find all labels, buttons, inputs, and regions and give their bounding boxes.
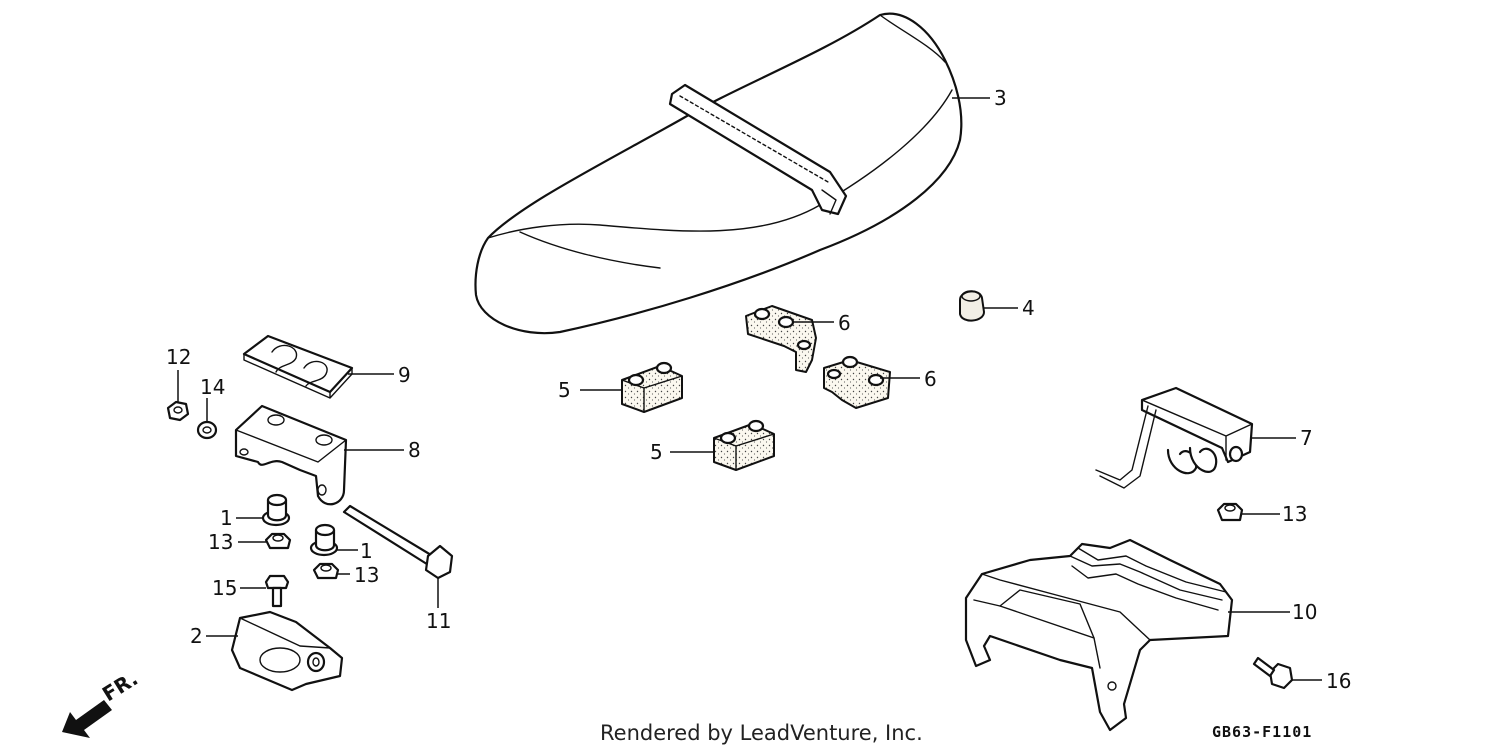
nut-13c-part[interactable] [1216, 502, 1244, 522]
credit-text: Rendered by LeadVenture, Inc. [600, 721, 923, 745]
bracket-2-part[interactable] [230, 610, 344, 692]
callout-13c: 13 [1282, 502, 1307, 526]
bolt-15-part[interactable] [264, 574, 290, 608]
bolt-11-part[interactable] [342, 504, 454, 580]
callout-1a: 1 [220, 506, 233, 530]
front-direction-arrow: FR. [62, 666, 142, 738]
callout-13b: 13 [354, 563, 379, 587]
seat-part[interactable] [474, 12, 963, 335]
callout-11: 11 [426, 609, 451, 633]
front-label: FR. [98, 666, 142, 706]
nut-12-part[interactable] [166, 400, 190, 422]
callout-8: 8 [408, 438, 421, 462]
callout-5a: 5 [558, 378, 571, 402]
callout-2: 2 [190, 624, 203, 648]
callout-9: 9 [398, 363, 411, 387]
cushion-6b-part[interactable] [823, 355, 891, 409]
callout-5b: 5 [650, 440, 663, 464]
callout-16: 16 [1326, 669, 1351, 693]
collar-1b-part[interactable] [309, 523, 339, 557]
callout-numbers: 3 4 6 6 5 5 9 12 14 8 1 13 1 13 15 2 11 … [166, 86, 1351, 693]
callout-4: 4 [1022, 296, 1035, 320]
callout-1b: 1 [360, 539, 373, 563]
callout-15: 15 [212, 576, 237, 600]
washer-14-part[interactable] [196, 420, 218, 440]
cushion-6a-part[interactable] [745, 305, 817, 373]
lock-bracket-7-part[interactable] [1095, 386, 1254, 489]
bolt-16-part[interactable] [1252, 656, 1294, 690]
callout-6a: 6 [838, 311, 851, 335]
frame-10-part[interactable] [964, 538, 1234, 732]
callout-12: 12 [166, 345, 191, 369]
leader-lines [177, 97, 1322, 681]
diagram-code: GB63-F1101 [1212, 723, 1312, 741]
callout-3: 3 [994, 86, 1007, 110]
cushion-5b-part[interactable] [713, 419, 775, 471]
collar-1a-part[interactable] [261, 493, 291, 527]
plate-part[interactable] [242, 334, 354, 399]
callout-6b: 6 [924, 367, 937, 391]
seat-cushion-part[interactable] [959, 290, 985, 322]
cushion-5a-part[interactable] [621, 361, 683, 413]
nut-13a-part[interactable] [264, 532, 292, 550]
callout-13a: 13 [208, 530, 233, 554]
callout-10: 10 [1292, 600, 1317, 624]
bracket-8-part[interactable] [234, 404, 348, 506]
callout-7: 7 [1300, 426, 1313, 450]
callout-14: 14 [200, 375, 225, 399]
nut-13b-part[interactable] [312, 562, 340, 580]
